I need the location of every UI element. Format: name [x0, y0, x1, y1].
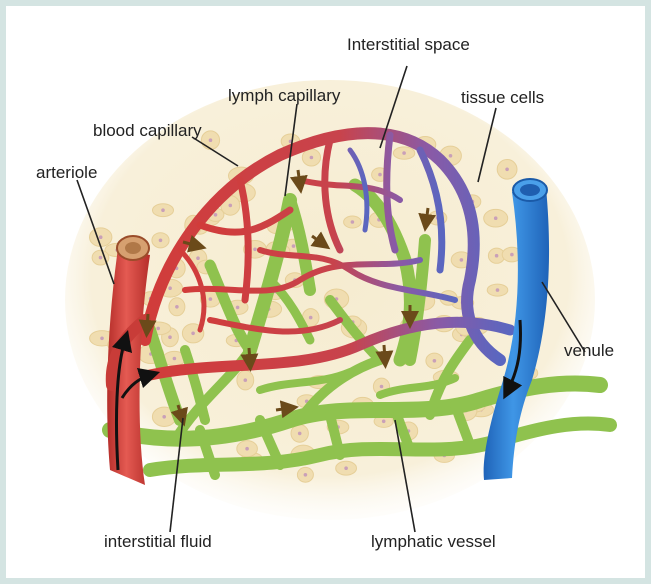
cell-nucleus	[298, 432, 302, 436]
cell-nucleus	[344, 466, 348, 470]
cell-nucleus	[309, 316, 313, 320]
cell-nucleus	[253, 248, 257, 252]
cell-nucleus	[100, 337, 104, 341]
cell-nucleus	[156, 327, 160, 331]
interstitial-fluid-label: interstitial fluid	[104, 532, 212, 552]
cell-nucleus	[351, 220, 355, 224]
cell-nucleus	[496, 288, 500, 292]
cell-nucleus	[245, 447, 249, 451]
cell-nucleus	[304, 473, 308, 477]
cell-nucleus	[292, 244, 296, 248]
cell-nucleus	[209, 297, 213, 301]
cell-nucleus	[236, 306, 240, 310]
tissue-cells-label: tissue cells	[461, 88, 544, 108]
cell-nucleus	[495, 254, 499, 258]
cell-nucleus	[196, 256, 200, 260]
cell-nucleus	[209, 138, 213, 142]
cell-nucleus	[510, 253, 514, 257]
cell-nucleus	[99, 235, 103, 239]
venule-label: venule	[564, 341, 614, 361]
cell-nucleus	[433, 359, 437, 363]
cell-nucleus	[382, 420, 386, 424]
cell-nucleus	[191, 332, 195, 336]
cell-nucleus	[168, 335, 172, 339]
cell-nucleus	[99, 256, 103, 260]
cell-nucleus	[494, 216, 498, 220]
cell-nucleus	[244, 378, 248, 382]
cell-nucleus	[460, 258, 464, 262]
cell-nucleus	[159, 239, 163, 243]
arteriole-label: arteriole	[36, 163, 97, 183]
lymphatic-vessel-label: lymphatic vessel	[371, 532, 496, 552]
cell-nucleus	[229, 204, 233, 208]
cell-nucleus	[380, 385, 384, 389]
cell-nucleus	[175, 305, 179, 309]
cell-nucleus	[402, 151, 406, 155]
cell-nucleus	[310, 156, 314, 160]
cell-nucleus	[162, 415, 166, 419]
blood-capillary-label: blood capillary	[93, 121, 202, 141]
cell-nucleus	[173, 357, 177, 361]
cell-nucleus	[161, 208, 165, 212]
cell-nucleus	[378, 173, 382, 177]
cell-nucleus	[449, 154, 453, 158]
cell-nucleus	[168, 286, 172, 290]
cell-nucleus	[214, 213, 218, 217]
lymph-capillary-label: lymph capillary	[228, 86, 340, 106]
interstitial-space-label: Interstitial space	[347, 35, 470, 55]
cell-nucleus	[505, 168, 509, 172]
